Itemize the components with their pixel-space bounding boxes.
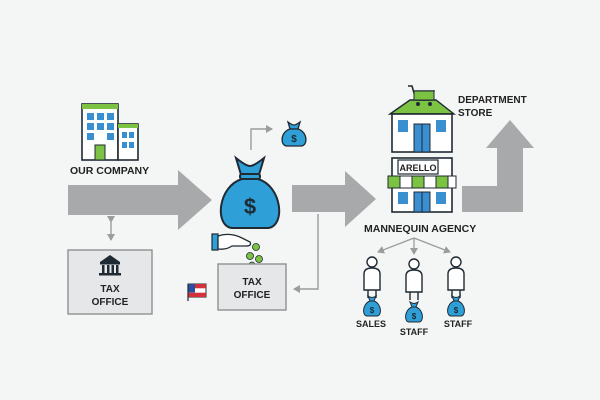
flow-arrow-2 [292,171,376,227]
person-money-bag-icon: $ [405,300,423,323]
tax-office-left-line1: TAX [100,284,120,295]
tax-office-mid-line2: OFFICE [234,290,271,301]
flag-icon [187,283,207,301]
flow-arrow-1 [68,170,212,230]
sales-label: SALES [356,319,386,329]
department-store-line1: DEPARTMENT [458,95,527,106]
staff-label-2: STAFF [444,319,473,329]
person-money-bag-icon: $ [447,294,465,317]
shopping-cart-icon [408,85,435,106]
flow-arrow-3 [462,120,534,212]
arrow-to-small-bag [250,125,273,150]
person-icon [405,258,423,300]
department-store-line2: STORE [458,108,493,119]
mannequin-agency-label: MANNEQUIN AGENCY [364,223,476,235]
branch-arrow-left [377,237,415,254]
svg-text:$: $ [412,312,417,321]
tax-office-bank-icon [99,255,121,276]
person-icon [447,256,465,298]
tax-office-left-line2: OFFICE [92,297,129,308]
our-company-label: OUR COMPANY [70,165,149,177]
person-icon [363,256,381,298]
storefront-icon [387,157,457,213]
svg-text:$: $ [370,306,375,315]
small-money-bag-icon: $ [281,120,307,147]
tax-office-box-mid [217,263,287,311]
staff-label-1: STAFF [400,327,429,337]
svg-text:$: $ [454,306,459,315]
hand-dropping-coins-icon [211,233,263,269]
money-bag-icon: $ [219,155,281,229]
store-sign-label: ARELLO [400,163,437,173]
return-arrow-to-tax [293,214,319,293]
department-store-building [387,99,457,153]
small-bag-dollar: $ [291,134,297,145]
branch-arrow-right [413,237,451,254]
office-building-icon [81,103,139,161]
money-bag-dollar: $ [244,194,256,219]
tax-office-mid-line1: TAX [242,277,262,288]
person-money-bag-icon: $ [363,294,381,317]
